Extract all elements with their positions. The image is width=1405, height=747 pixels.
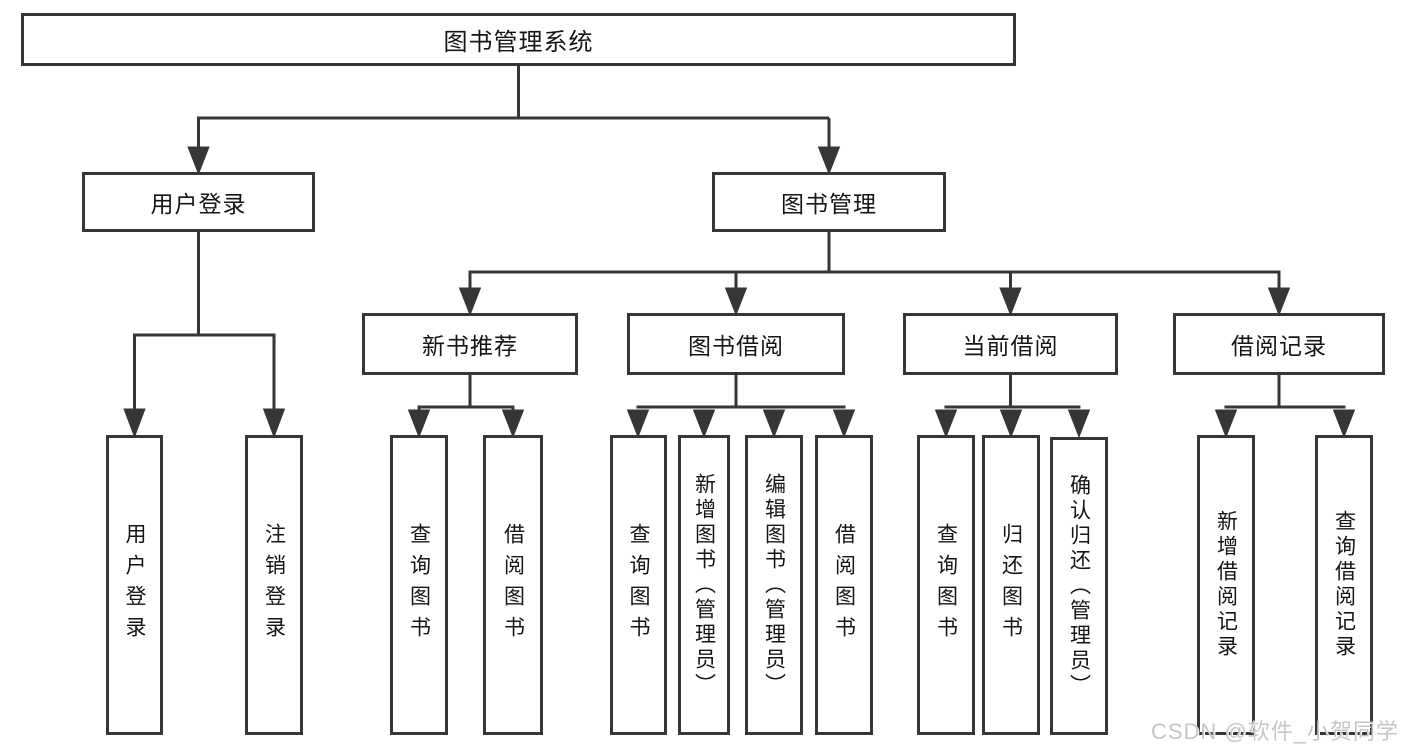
node-book-borrowing: 图书借阅: [627, 313, 845, 375]
leaf-cb-confirm-return-admin-label: 确认归还（管理员）: [1067, 473, 1091, 699]
leaf-br-add-borrow-record: 新增借阅记录: [1197, 435, 1255, 735]
node-user-login: 用户登录: [82, 172, 315, 232]
connector-book-management-to-level3: [458, 232, 1291, 317]
leaf-nbr-borrow-books-label: 借阅图书: [501, 523, 525, 647]
leaf-cb-query-books-label: 查询图书: [934, 523, 958, 647]
arrowhead: [999, 409, 1023, 439]
arrowhead: [458, 287, 482, 317]
arrowhead: [934, 409, 958, 439]
arrowhead: [626, 409, 650, 439]
leaf-bb-query-books-label: 查询图书: [627, 523, 650, 647]
node-book-management: 图书管理: [712, 172, 946, 232]
connector-borrowing-records-to-leaves: [1214, 375, 1356, 439]
arrowhead: [501, 409, 525, 439]
leaf-br-add-borrow-record-label: 新增借阅记录: [1214, 510, 1238, 660]
leaf-cb-query-books: 查询图书: [917, 435, 975, 735]
leaf-nbr-query-books: 查询图书: [390, 435, 448, 735]
connector-root-to-level2: [187, 66, 841, 176]
arrowhead: [1332, 409, 1356, 439]
node-root: 图书管理系统: [21, 13, 1016, 66]
arrowhead: [1267, 287, 1291, 317]
leaf-bb-edit-books-admin-label: 编辑图书（管理员）: [762, 472, 786, 698]
arrowhead: [692, 409, 716, 439]
leaf-user-login-label: 用户登录: [123, 523, 146, 647]
arrowhead: [407, 409, 431, 439]
arrowhead: [1214, 409, 1238, 439]
watermark: CSDN @软件_小贺同学: [1150, 719, 1399, 744]
arrowhead: [832, 409, 856, 439]
leaf-logout-login: 注销登录: [245, 435, 303, 735]
arrowhead: [262, 408, 286, 439]
leaf-cb-return-books-label: 归还图书: [999, 523, 1023, 647]
leaf-bb-edit-books-admin: 编辑图书（管理员）: [745, 435, 803, 735]
node-current-borrowing: 当前借阅: [903, 313, 1118, 375]
leaf-bb-add-books-admin: 新增图书（管理员）: [678, 435, 730, 735]
arrowhead: [817, 146, 841, 176]
arrowhead: [724, 287, 748, 317]
node-new-book-recommendation: 新书推荐: [362, 313, 578, 375]
leaf-nbr-borrow-books: 借阅图书: [483, 435, 543, 735]
arrowhead: [187, 146, 210, 176]
connector-new-book-recommendation-to-leaves: [407, 375, 525, 439]
leaf-br-query-borrow-record: 查询借阅记录: [1315, 435, 1373, 735]
arrowhead: [999, 287, 1022, 317]
connector-book-borrowing-to-leaves: [626, 375, 856, 439]
connector-user-login-to-leaves: [123, 232, 286, 439]
leaf-br-query-borrow-record-label: 查询借阅记录: [1332, 510, 1356, 660]
leaf-user-login: 用户登录: [106, 435, 163, 735]
arrowhead: [1067, 409, 1091, 439]
leaf-bb-borrow-books-label: 借阅图书: [832, 523, 856, 647]
node-borrowing-records: 借阅记录: [1173, 313, 1385, 375]
connector-current-borrowing-to-leaves: [934, 375, 1091, 439]
leaf-cb-return-books: 归还图书: [982, 435, 1040, 735]
arrowhead: [123, 408, 146, 439]
leaf-bb-query-books: 查询图书: [610, 435, 667, 735]
arrowhead: [762, 409, 786, 439]
leaf-bb-borrow-books: 借阅图书: [815, 435, 873, 735]
leaf-logout-login-label: 注销登录: [262, 523, 286, 647]
leaf-bb-add-books-admin-label: 新增图书（管理员）: [692, 472, 716, 698]
leaf-nbr-query-books-label: 查询图书: [407, 523, 431, 647]
leaf-cb-confirm-return-admin: 确认归还（管理员）: [1050, 437, 1108, 735]
